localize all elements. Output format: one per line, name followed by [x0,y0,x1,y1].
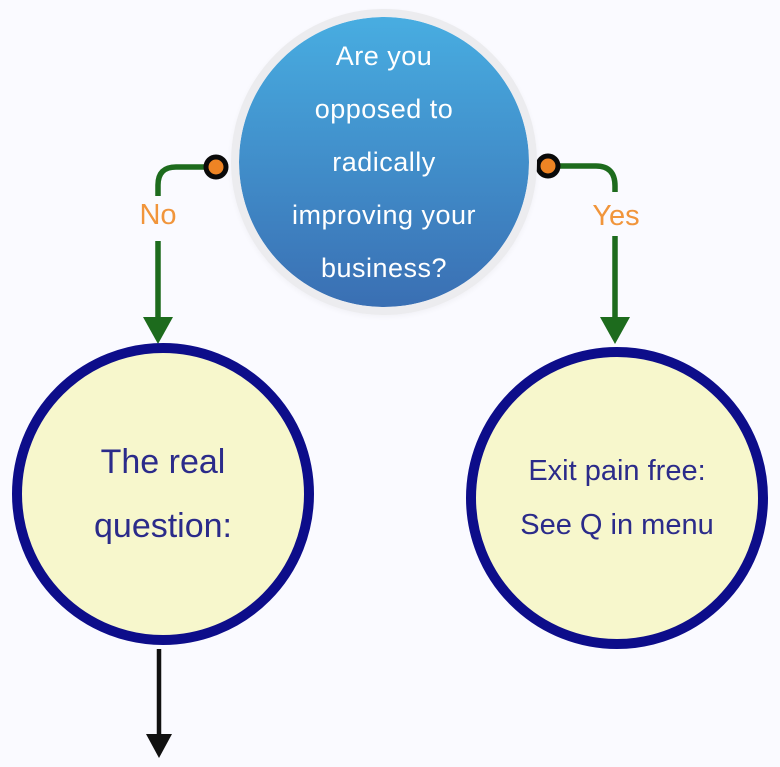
yes-connector-elbow [548,163,618,192]
no-arrowhead-icon [143,317,173,344]
no-result-line: The real [100,443,226,481]
no-result-node: The real question: [12,343,314,645]
no-connector-elbow [155,164,216,196]
root-question-line: opposed to [314,93,454,124]
yes-arrowhead-icon [600,317,630,344]
no-branch-label: No [139,199,177,231]
yes-branch-label: Yes [592,200,640,232]
root-question-line: Are you [335,40,433,71]
root-question-line: business? [320,252,448,283]
root-question-line: improving your [291,199,477,230]
root-question-node: Are you opposed to radically improving y… [231,9,537,315]
yes-result-line: See Q in menu [520,509,714,541]
yes-result-line: Exit pain free: [528,455,706,487]
yes-connector-dot-icon [535,153,561,179]
exit-arrowhead-icon [146,734,172,758]
yes-result-node: Exit pain free: See Q in menu [466,347,768,649]
no-connector-dot-icon [203,154,229,180]
root-question-line: radically [332,146,436,177]
no-result-line: question: [94,507,232,545]
